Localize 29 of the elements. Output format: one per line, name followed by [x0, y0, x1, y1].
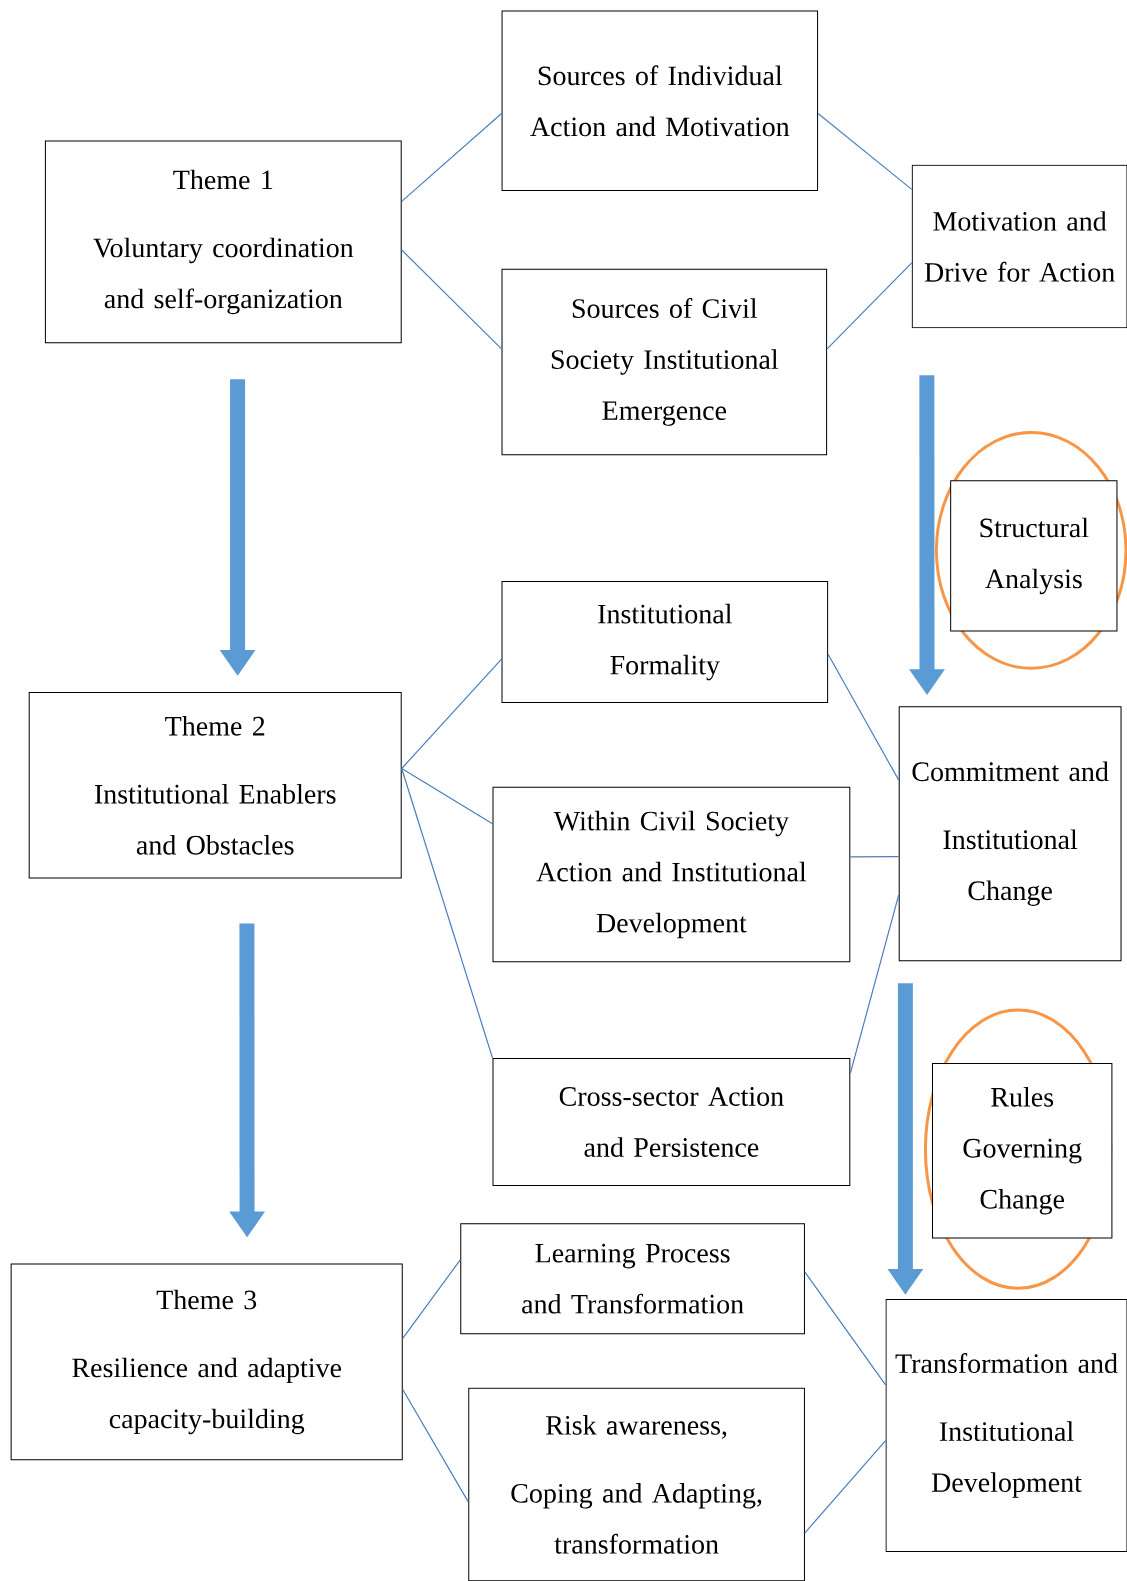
text-box: Theme 3 Resilience and adaptive capacity-building	[10, 1263, 403, 1461]
text-box: Theme 1 Voluntary coordination and self-organization	[44, 140, 402, 344]
connector-line	[827, 653, 900, 781]
connector-line	[401, 767, 494, 1059]
connector-line	[804, 1440, 887, 1534]
connector-line	[826, 262, 913, 350]
text-box: Theme 2 Institutional Enablers and Obstacles	[28, 692, 402, 879]
text-box: Cross-sector Action and Persistence	[492, 1058, 851, 1186]
connector-line	[849, 856, 900, 858]
connector-line	[401, 249, 503, 350]
connector-line	[401, 767, 494, 825]
connector-line	[817, 112, 913, 190]
text-box: Commitment and Institutional Change	[898, 706, 1122, 962]
text-box: Learning Process and Transformation	[460, 1223, 805, 1335]
text-box: Motivation and Drive for Action	[911, 164, 1127, 329]
text-box: Sources of Civil Society Institutional Emergence	[501, 268, 828, 456]
text-box: Institutional Formality	[501, 581, 829, 704]
connector-line	[401, 112, 503, 202]
text-box: Risk awareness, Coping and Adapting, transformation	[468, 1387, 805, 1581]
connector-line	[402, 1259, 461, 1339]
text-box: Transformation and Institutional Development	[885, 1298, 1127, 1552]
connector-line	[849, 894, 900, 1074]
text-box: Sources of Individual Action and Motivation	[501, 10, 819, 191]
connector-line	[401, 658, 503, 770]
text-box: Rules Governing Change	[932, 1063, 1113, 1239]
connector-line	[402, 1388, 469, 1503]
connector-line	[804, 1271, 887, 1386]
text-box: Within Civil Society Action and Institutional Development	[492, 786, 851, 963]
text-box: Structural Analysis	[950, 480, 1118, 632]
